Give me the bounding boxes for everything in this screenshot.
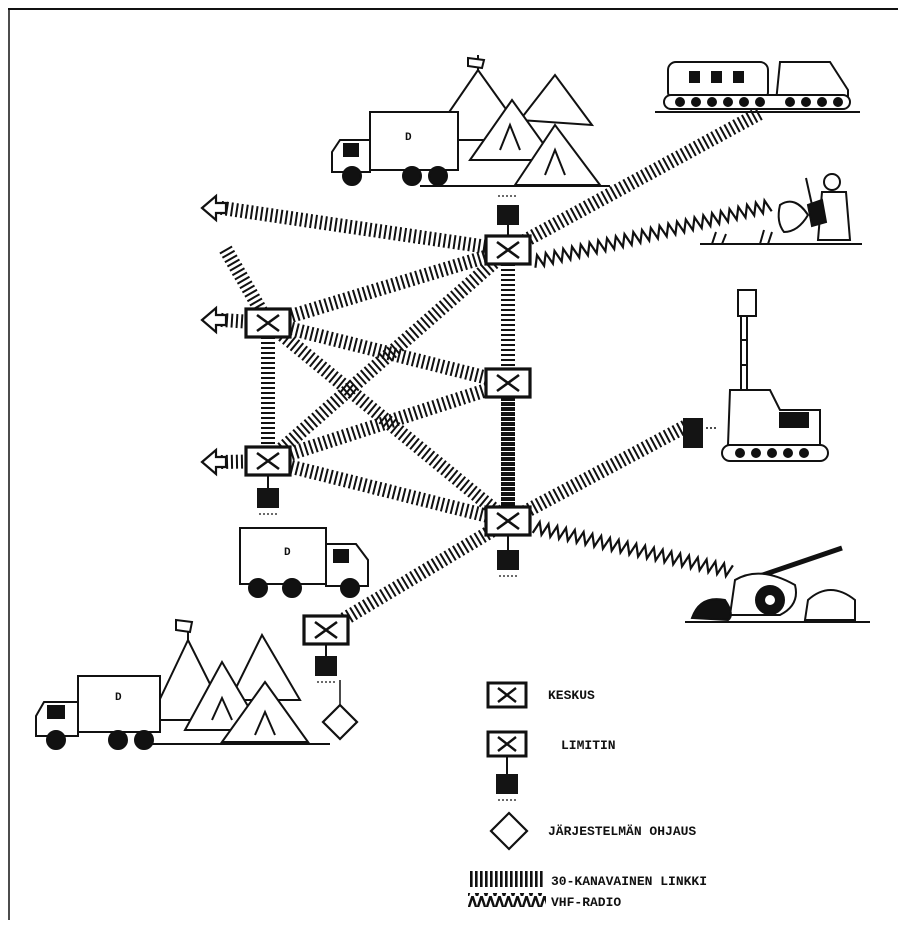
- node-a-x-box-icon: [486, 236, 530, 264]
- link-vhf: [533, 522, 733, 576]
- link-30ch: [501, 250, 515, 380]
- terminals: [257, 196, 519, 682]
- link-30ch: [221, 201, 505, 256]
- apc-icon: [655, 62, 860, 112]
- legend-ohjaus: JÄRJESTELMÄN OHJAUS: [491, 813, 696, 849]
- soldier-radio-icon: [700, 174, 862, 244]
- legend-linkki: 30-KANAVAINEN LINKKI: [470, 871, 707, 889]
- limitin-terminal-icon: [497, 550, 519, 576]
- truck-mid-icon: D: [240, 528, 368, 597]
- limitin-terminal-icon: [497, 196, 519, 238]
- hollow-arrow-left-icon: [202, 308, 226, 332]
- node-e-x-box-icon: [486, 507, 530, 535]
- limitin-terminal-icon: [257, 488, 279, 514]
- node-c-x-box-icon: [486, 369, 530, 397]
- node-d-x-box-icon: [246, 447, 290, 475]
- legend-keskus-label: KESKUS: [548, 688, 595, 703]
- legend-vhf-label: VHF-RADIO: [551, 895, 621, 910]
- mast-vehicle-icon: [722, 290, 828, 461]
- truck-top-icon: D: [332, 112, 458, 185]
- truck-bottom-mark: D: [115, 692, 122, 704]
- legend-linkki-label: 30-KANAVAINEN LINKKI: [551, 874, 707, 889]
- node-b-x-box-icon: [246, 309, 290, 337]
- link-30ch: [266, 454, 507, 527]
- legend: KESKUS LIMITIN JÄRJESTELMÄN OHJAUS 30-KA…: [468, 683, 707, 910]
- legend-keskus: KESKUS: [488, 683, 595, 707]
- legend-vhf: VHF-RADIO: [468, 893, 621, 910]
- vhf-lines: [533, 201, 772, 576]
- link-30ch: [266, 377, 508, 468]
- node-f-x-box-icon: [304, 616, 348, 644]
- tents-bottom-icon: [140, 620, 330, 744]
- hollow-arrow-left-icon: [202, 196, 226, 220]
- legend-ohjaus-label: JÄRJESTELMÄN OHJAUS: [548, 824, 696, 839]
- mast-terminal-icon: [683, 418, 716, 448]
- link-vhf: [535, 201, 771, 268]
- howitzer-icon: [685, 548, 870, 622]
- external-arrows: [202, 196, 226, 474]
- truck-bottom-icon: D: [36, 676, 160, 749]
- link-30ch: [505, 418, 693, 527]
- limitin-terminal-icon: [315, 656, 337, 682]
- legend-limitin-label: LIMITIN: [561, 738, 616, 753]
- legend-limitin: LIMITIN: [488, 732, 616, 800]
- truck-mid-mark: D: [284, 547, 291, 559]
- link-30ch: [261, 323, 275, 458]
- control-diamond-icon: [323, 680, 357, 739]
- truck-top-mark: D: [405, 132, 412, 144]
- hollow-arrow-left-icon: [202, 450, 226, 474]
